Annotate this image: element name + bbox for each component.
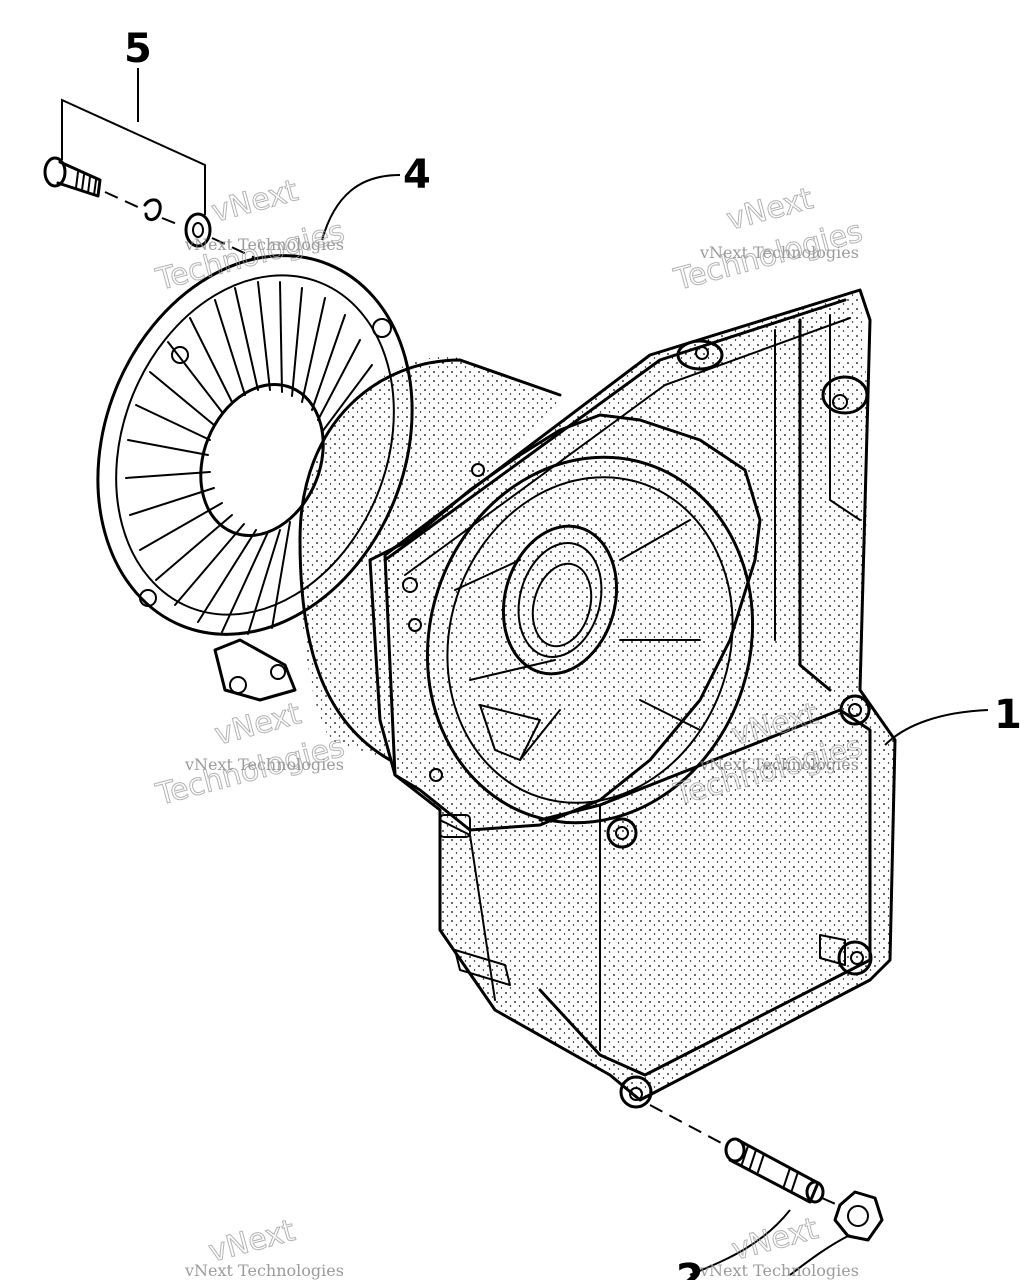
flat-washer [184, 212, 212, 248]
callout-5: 5 [124, 26, 152, 72]
bolt-washer-set [43, 68, 256, 259]
stud-and-nut [649, 1104, 884, 1242]
watermark-bottom-left: vNext vNext Technologies [184, 1213, 344, 1280]
svg-text:vNext Technologies: vNext Technologies [699, 243, 859, 262]
svg-text:Technologies: Technologies [152, 214, 348, 298]
bolt [43, 156, 102, 198]
housing-part [368, 288, 897, 1109]
svg-text:vNext Technologies: vNext Technologies [699, 1261, 859, 1280]
stud [724, 1137, 825, 1204]
mount-boss-lower-right [839, 694, 871, 726]
svg-text:vNext Technologies: vNext Technologies [699, 755, 859, 774]
fan-cover-part [96, 254, 562, 762]
svg-text:vNext Technologies: vNext Technologies [184, 1261, 344, 1280]
lock-washer [143, 198, 162, 221]
mount-boss-bottom-right [837, 940, 873, 976]
leader-line-2 [689, 1209, 851, 1276]
hex-nut [833, 1190, 884, 1242]
callout-4: 4 [403, 152, 431, 198]
mount-boss-right [821, 375, 869, 415]
watermark-mid-left: vNext vNext Technologies Technologies [152, 696, 349, 814]
svg-text:vNext: vNext [208, 173, 302, 230]
watermark-top-right: vNext vNext Technologies Technologies [670, 181, 867, 299]
svg-text:vNext Technologies: vNext Technologies [184, 235, 344, 254]
svg-text:vNext: vNext [728, 1211, 822, 1268]
leader-line-4 [321, 174, 401, 241]
svg-text:vNext Technologies: vNext Technologies [184, 755, 344, 774]
bearing-ring-flange [368, 413, 762, 832]
leader-line-1 [884, 709, 989, 746]
fan-grille-vanes [125, 281, 373, 635]
callout-2: 2 [676, 1256, 704, 1280]
mount-boss-bottom [619, 1075, 653, 1109]
mount-boss-mid [606, 817, 638, 849]
callout-1: 1 [994, 692, 1022, 738]
mount-boss-top [676, 339, 724, 371]
